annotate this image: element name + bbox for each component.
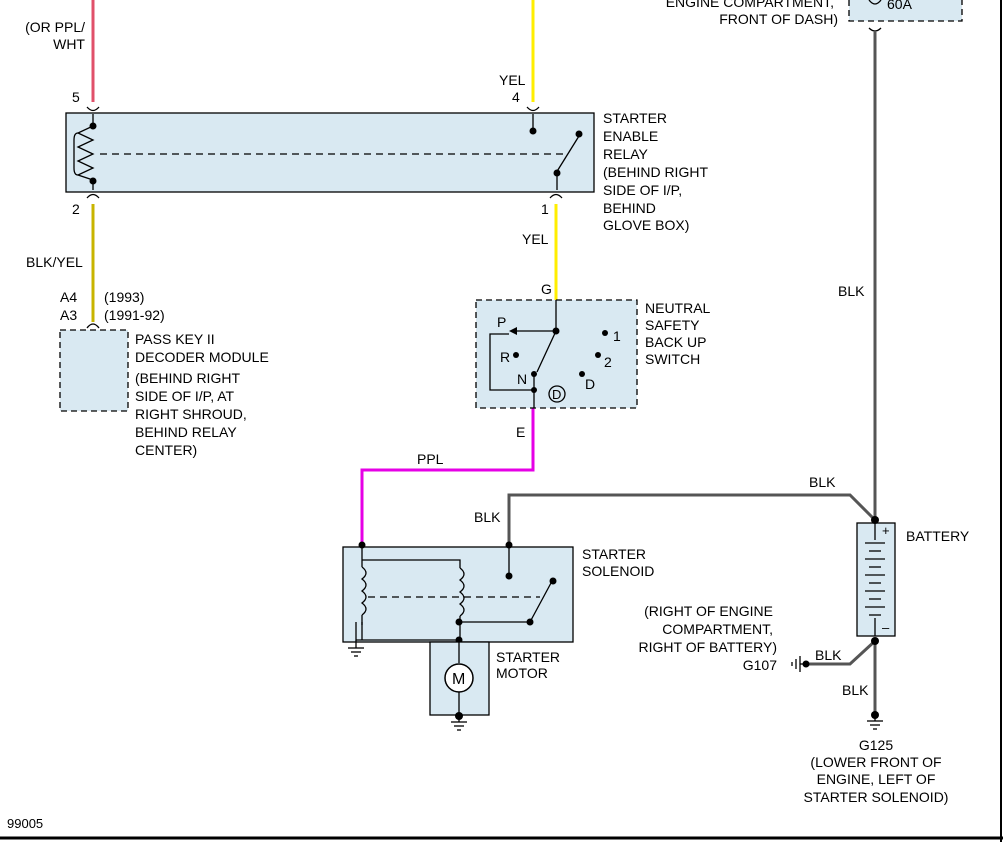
switch-pos-n: N [517,371,527,387]
motor-symbol-letter: M [452,671,465,688]
battery-minus-sign: – [882,620,890,635]
solenoid-ground-icon [348,640,364,657]
switch-internal-contacts [489,300,608,408]
switch-pin-e: E [516,424,525,440]
pass-key-label-line-6: BEHIND RELAY [135,424,237,440]
relay-label-line-5: SIDE OF I/P, [603,182,682,198]
g107-wire-label: BLK [815,647,842,663]
pass-key-label-line-5: RIGHT SHROUD, [135,406,247,422]
solenoid-label-line-1: STARTER [582,546,646,562]
relay-wire-blk-yel: BLK/YEL [26,254,83,270]
g107-location-line-1: (RIGHT OF ENGINE [644,603,773,619]
switch-pos-d-circled: D [552,387,561,402]
pass-key-year-1991-92: (1991-92) [104,307,165,323]
switch-label-line-2: SAFETY [645,317,700,333]
fuse-connector-symbol-top [868,0,882,5]
top-left-wire-label-line-2: WHT [53,36,85,52]
motor-label-line-2: MOTOR [496,665,548,681]
pass-key-label-line-1: PASS KEY II [135,331,215,347]
g125-id: G125 [859,737,893,753]
relay-pin-2: 2 [72,201,80,217]
wire-label-blk-main: BLK [838,283,865,299]
battery-label: BATTERY [906,528,970,544]
battery-box [856,522,896,637]
switch-label-line-3: BACK UP [645,334,706,350]
relay-label-line-6: BEHIND [603,200,656,216]
relay-switch-contacts [529,114,583,190]
relay-connector-pin5 [86,106,100,112]
relay-pin-1: 1 [541,201,549,217]
relay-pin-5: 5 [72,89,80,105]
wire-ppl-switch-to-solenoid [360,408,535,545]
motor-ground-icon [451,716,467,731]
pass-key-pin-a4: A4 [60,289,77,305]
pass-key-pin-a3: A3 [60,307,77,323]
relay-coil [73,114,97,190]
pass-key-module-box [59,329,129,412]
switch-pos-d: D [585,376,595,392]
switch-pos-p: P [497,314,506,330]
relay-connector-pin1 [549,193,563,199]
relay-wire-yel-top: YEL [499,72,526,88]
pass-key-label-line-3: (BEHIND RIGHT [135,370,240,386]
relay-label-line-1: STARTER [603,110,667,126]
fuse-location-line-2: FRONT OF DASH) [719,11,838,27]
relay-label-line-7: GLOVE BOX) [603,217,689,233]
pass-key-label-line-7: CENTER) [135,442,197,458]
switch-pin-g: G [541,281,552,297]
g125-location-line-2: ENGINE, LEFT OF [817,771,936,787]
pass-key-label-line-2: DECODER MODULE [135,349,269,365]
g107-location-line-2: COMPARTMENT, [662,621,773,637]
pass-key-year-1993: (1993) [104,289,144,305]
switch-pos-r: R [500,349,510,365]
switch-label-line-1: NEUTRAL [645,300,711,316]
pass-key-connector [86,323,100,329]
relay-label-line-2: ENABLE [603,128,658,144]
diagram-number: 99005 [7,816,43,831]
battery-plus-sign: + [882,523,890,538]
pass-key-label-line-4: SIDE OF I/P, AT [135,388,235,404]
wire-blk-battery-to-solenoid [507,493,877,545]
relay-connector-pin2 [86,193,100,199]
g107-id: G107 [743,657,777,673]
g125-wire-label: BLK [842,682,869,698]
starter-enable-relay-box [65,112,595,193]
switch-pos-2: 2 [604,354,612,370]
wire-label-ppl: PPL [417,451,444,467]
switch-label-line-4: SWITCH [645,351,700,367]
solenoid-label-line-2: SOLENOID [582,563,654,579]
motor-label-line-1: STARTER [496,649,560,665]
starter-solenoid-box [342,546,574,643]
fuse-rating: 60A [887,0,913,12]
battery-negative-terminal [871,637,879,645]
g107-location-line-3: RIGHT OF BATTERY) [639,639,777,655]
fuse-location-line-1: ENGINE COMPARTMENT, [666,0,834,10]
fuse-block-outline [848,0,963,22]
relay-connector-pin4 [526,106,540,112]
battery-cells [865,523,885,636]
relay-pin-4: 4 [512,89,520,105]
g125-ground-icon [867,711,883,730]
relay-label-line-3: RELAY [603,146,649,162]
wire-label-blk-top: BLK [809,474,836,490]
g125-location-line-1: (LOWER FRONT OF [810,754,941,770]
fuse-connector-symbol [868,27,882,32]
wire-label-blk-solenoid: BLK [474,509,501,525]
relay-label-line-4: (BEHIND RIGHT [603,164,708,180]
g107-ground-icon [791,656,810,672]
g125-location-line-3: STARTER SOLENOID) [804,789,949,805]
switch-pos-1: 1 [613,328,621,344]
wire-blk-battery-to-g107 [808,639,877,666]
battery-positive-terminal [871,516,879,524]
relay-wire-yel-bottom: YEL [522,231,549,247]
top-left-wire-label-line-1: (OR PPL/ [25,19,85,35]
